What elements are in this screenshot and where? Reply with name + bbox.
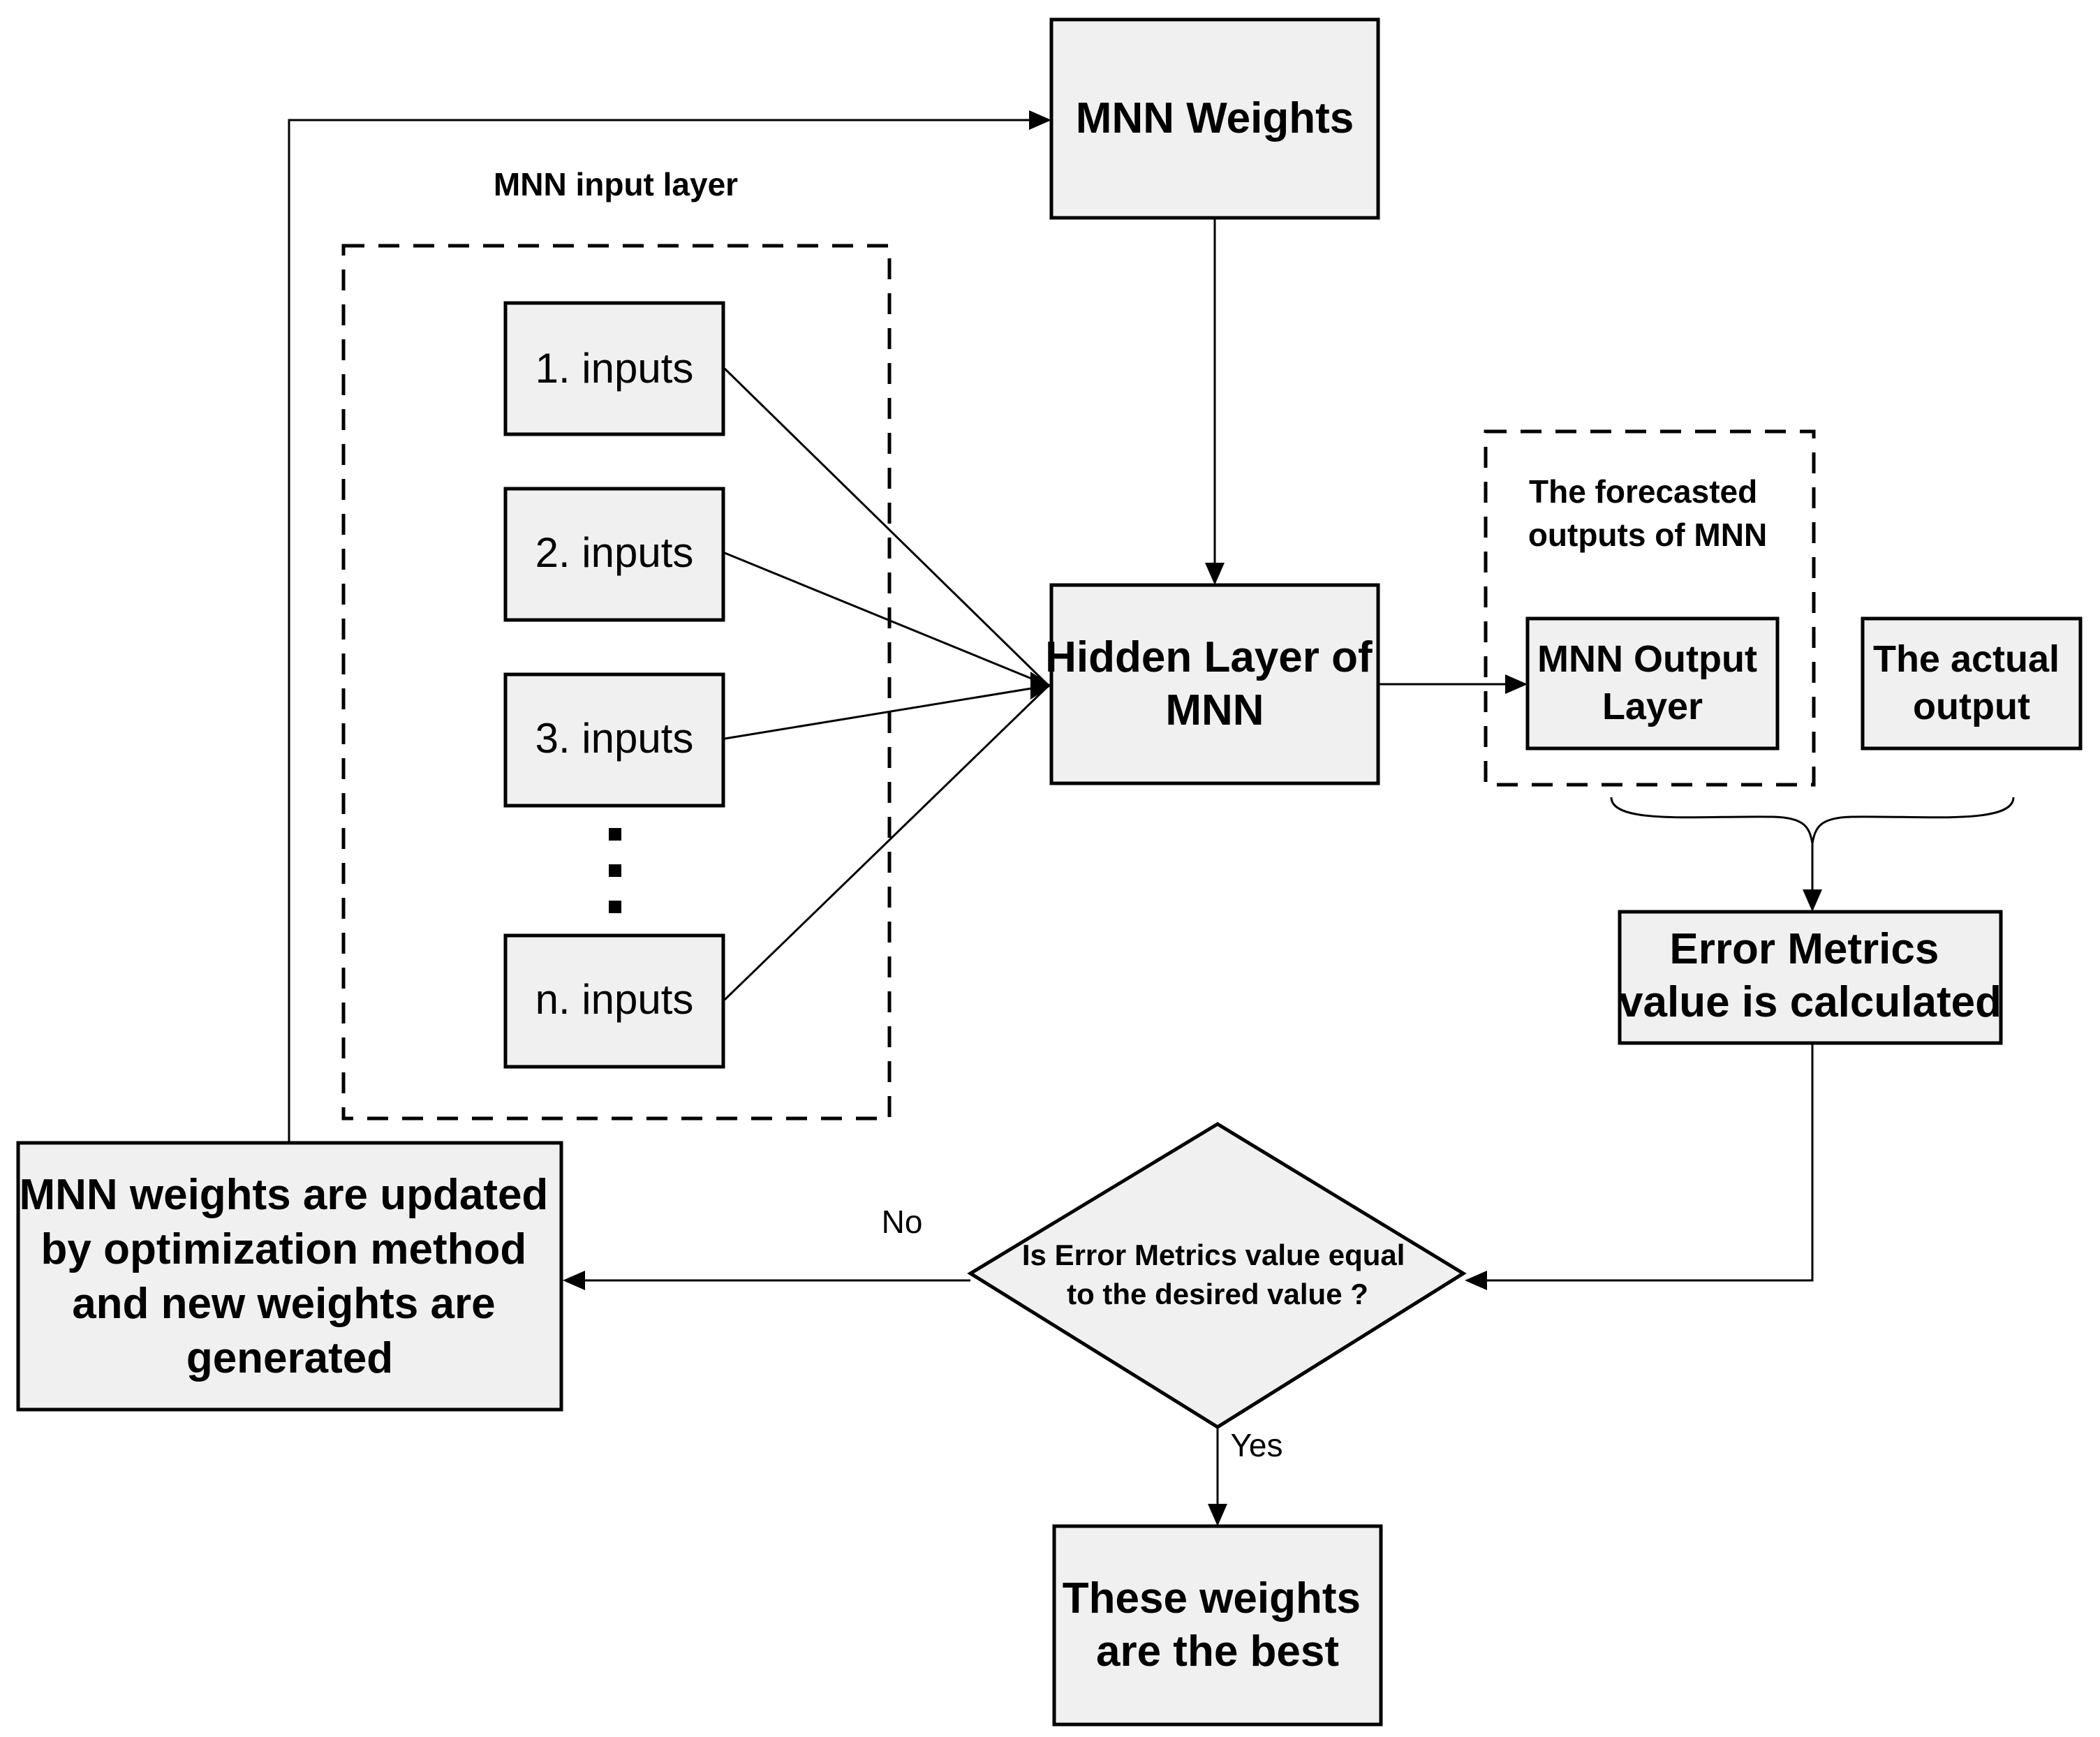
actual-output-text: The actual output <box>1873 638 2070 727</box>
mnn-weights-text: MNN Weights <box>1076 94 1354 142</box>
input-layer-label: MNN input layer <box>494 166 738 202</box>
inputs-converge-arrowhead <box>1030 672 1051 700</box>
input-3-text: 3. inputs <box>535 715 694 762</box>
update-weights-box <box>16 1141 563 1412</box>
output-layer-text: MNN Output Layer <box>1537 638 1768 727</box>
input-n-text: n. inputs <box>535 976 694 1023</box>
no-label: No <box>882 1204 923 1240</box>
forecasted-outputs-label: The forecasted outputs of MNN <box>1528 473 1767 553</box>
weights-to-hidden-arrowhead <box>1205 563 1225 585</box>
input-layer-group <box>341 244 892 1121</box>
error-to-decision-arrowhead <box>1465 1271 1487 1290</box>
brace-to-error-arrowhead <box>1803 889 1822 912</box>
ellipsis-dot-3 <box>609 901 621 913</box>
input-n-box <box>503 933 725 1069</box>
input-1-connector <box>723 367 1050 687</box>
input-2-box <box>503 487 725 622</box>
input-1-box <box>503 301 725 436</box>
input-n-connector <box>723 684 1050 1001</box>
error-metrics-box <box>1618 910 2003 1045</box>
error-metrics-text: Error Metrics value is calculated <box>1619 925 2002 1026</box>
input-3-connector <box>724 684 1049 740</box>
forecasted-outputs-group <box>1484 429 1816 787</box>
mnn-weights-box <box>1049 17 1380 220</box>
input-2-text: 2. inputs <box>535 529 694 576</box>
ellipsis-dot-2 <box>609 864 621 877</box>
feedback-arrowhead <box>1029 110 1051 130</box>
hidden-to-output-arrowhead <box>1505 674 1528 694</box>
no-arrowhead <box>563 1271 585 1290</box>
actual-output-box <box>1861 616 2083 751</box>
error-to-decision-connector <box>1481 1044 1814 1282</box>
ellipsis-dot-1 <box>609 828 621 841</box>
hidden-layer-box <box>1049 583 1380 785</box>
decision-diamond <box>967 1122 1467 1429</box>
hidden-layer-text: Hidden Layer of MNN <box>1045 633 1384 734</box>
decision-text: Is Error Metrics value equal to the desi… <box>1022 1239 1413 1310</box>
input-3-box <box>503 672 725 808</box>
input-1-text: 1. inputs <box>535 345 694 392</box>
update-weights-text: MNN weights are updated by optimization … <box>19 1171 560 1382</box>
yes-arrowhead <box>1208 1504 1227 1526</box>
outputs-brace <box>1610 797 2015 844</box>
feedback-connector <box>288 119 1033 1143</box>
input-2-connector <box>724 552 1049 687</box>
output-layer-box <box>1525 616 1780 751</box>
best-weights-box <box>1052 1524 1383 1727</box>
yes-label: Yes <box>1230 1427 1282 1463</box>
best-weights-text: These weights are the best <box>1063 1574 1373 1676</box>
